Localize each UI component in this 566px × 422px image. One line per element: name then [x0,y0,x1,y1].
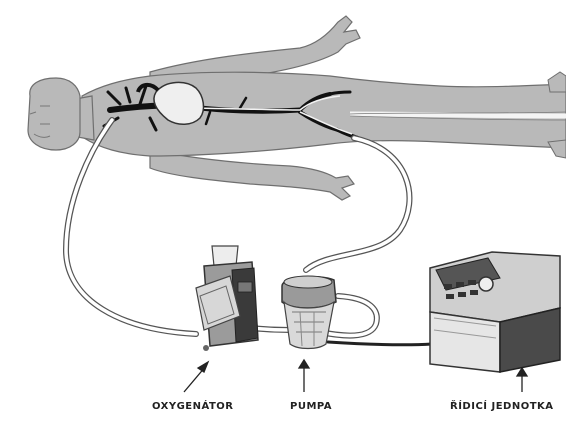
oxygenator [196,246,258,351]
leg-gap [350,114,566,116]
pump [282,276,336,349]
oxygenator-label: OXYGENÁTOR [152,401,234,412]
control-unit [430,252,560,372]
pump-label: PUMPA [290,401,332,412]
control-unit-label: ŘÍDICÍ JEDNOTKA [450,401,554,412]
